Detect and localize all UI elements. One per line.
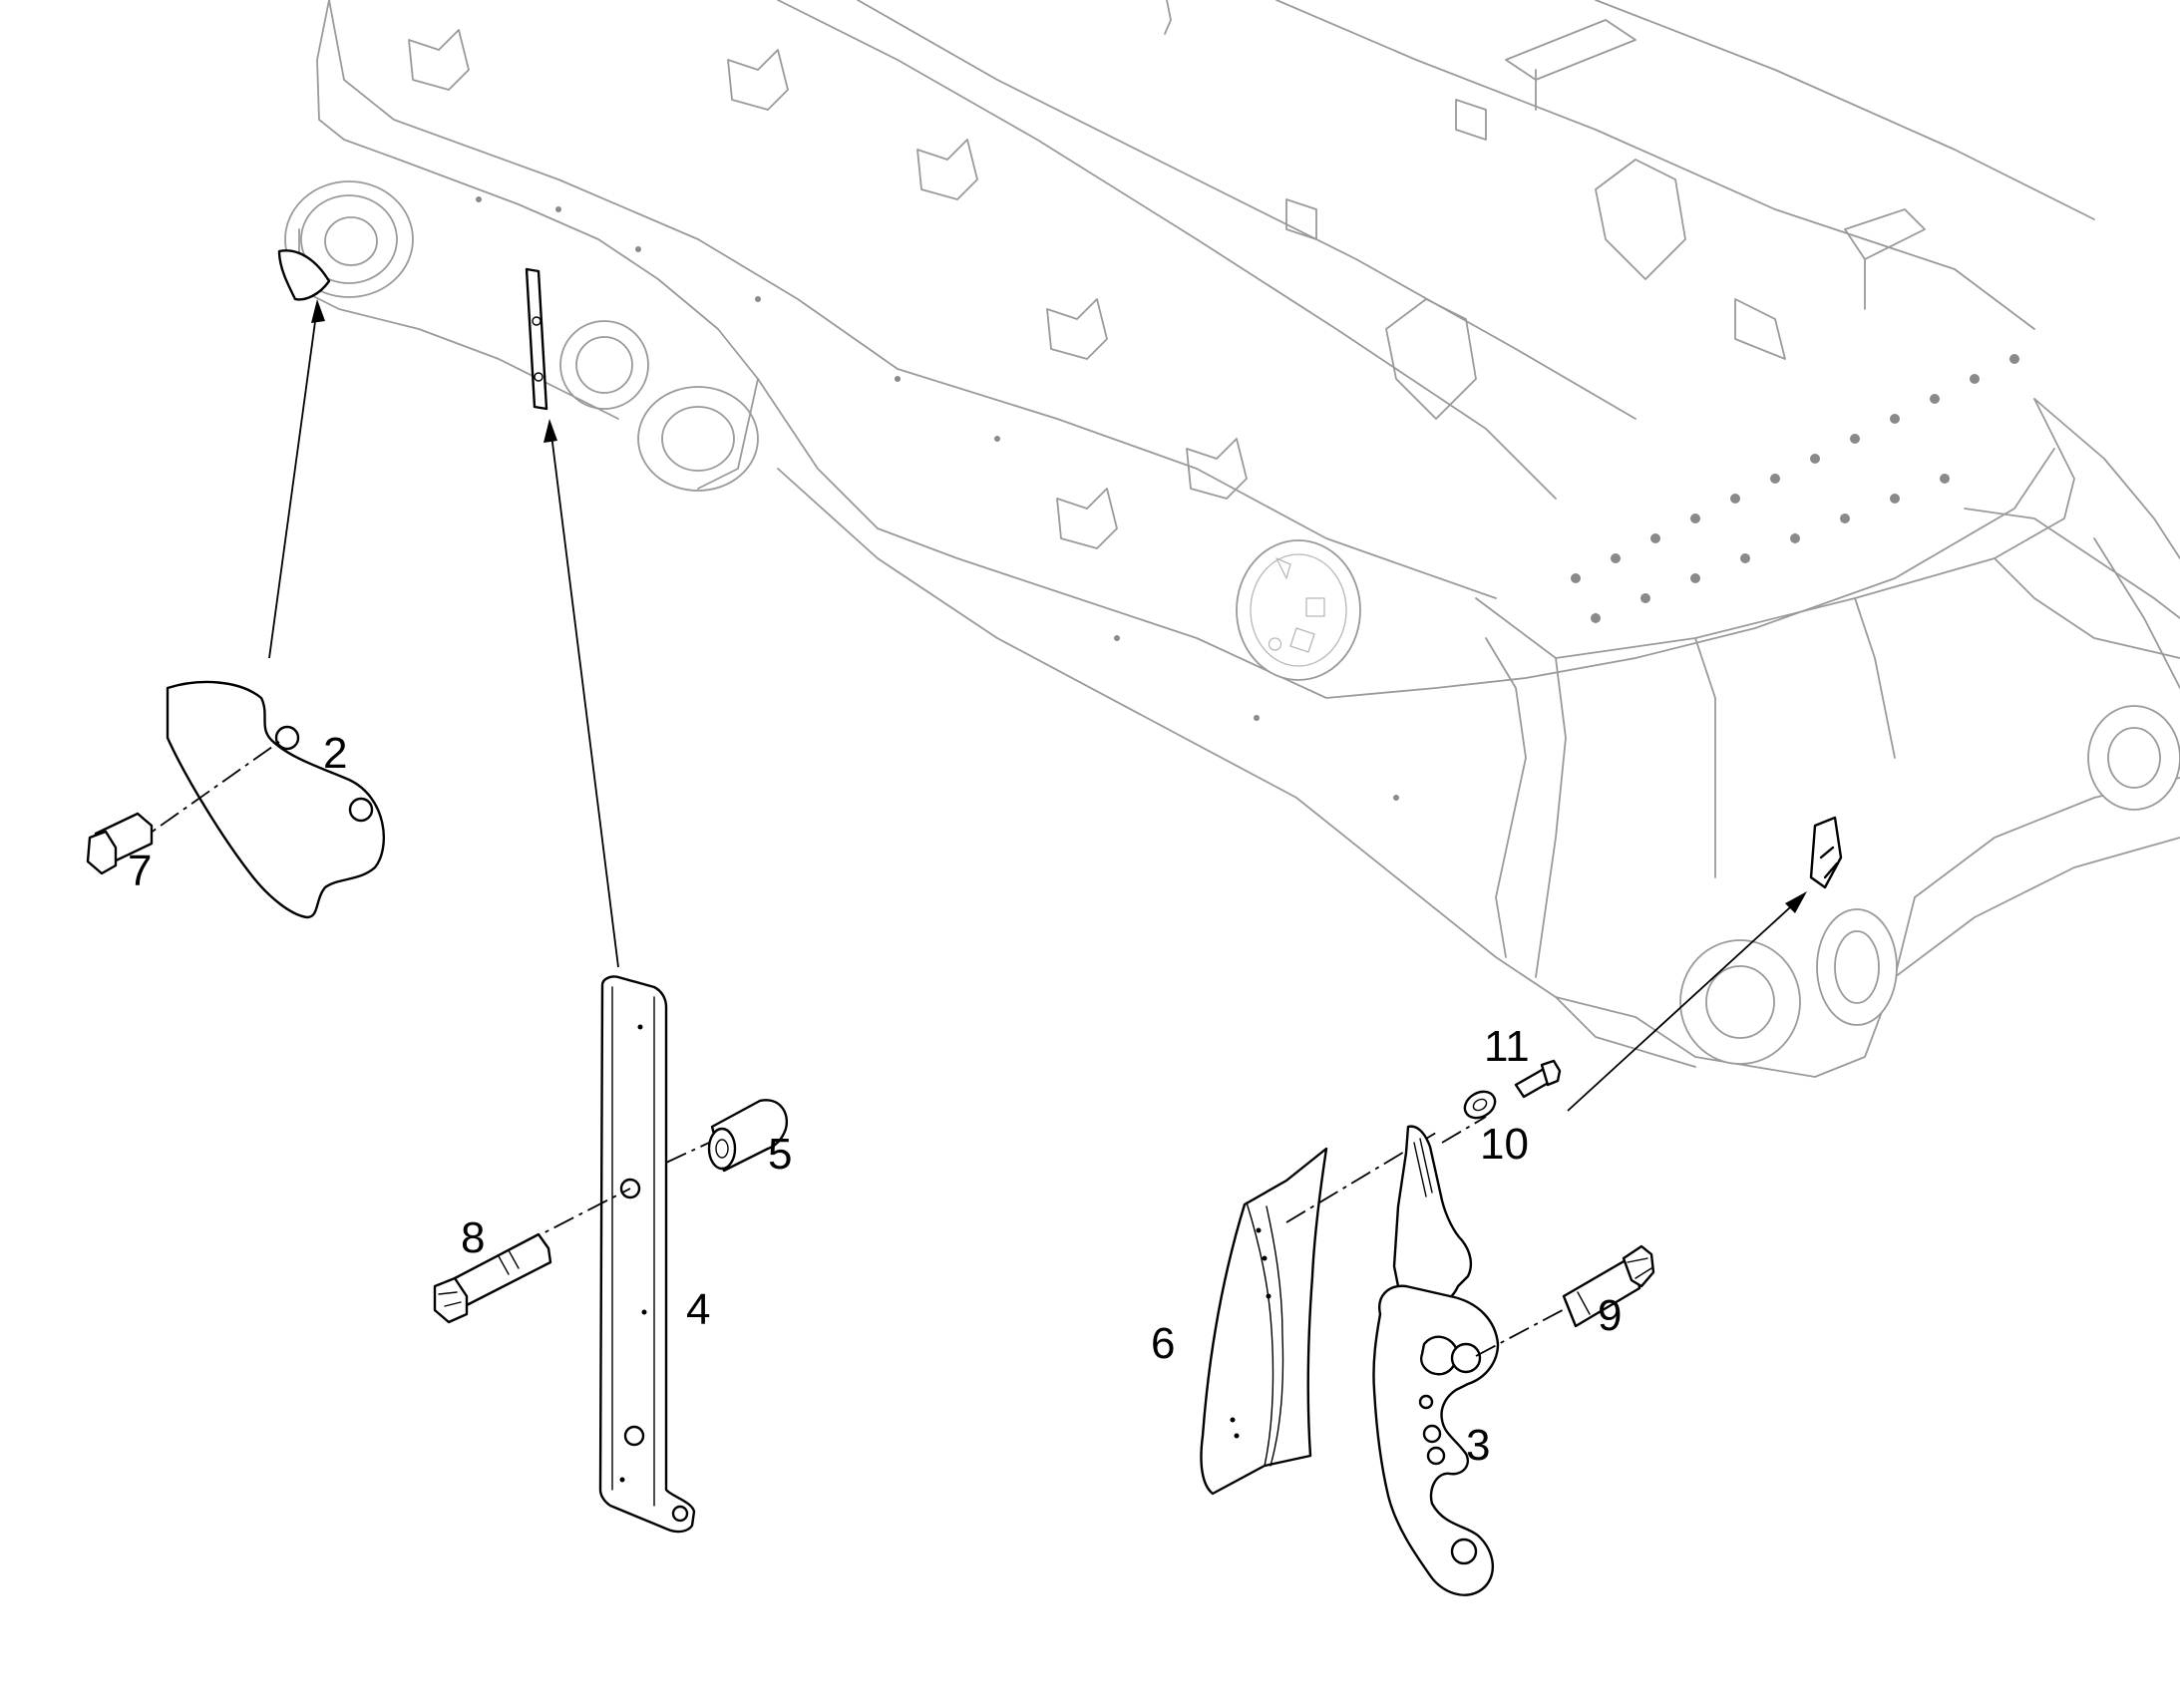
axis-line bbox=[486, 1188, 631, 1263]
part-11-bolt bbox=[1514, 1059, 1562, 1099]
callout-11: 11 bbox=[1484, 1022, 1530, 1071]
callout-10: 10 bbox=[1480, 1120, 1529, 1169]
boom-rivets bbox=[476, 196, 2019, 801]
callout-labels: 2 3 4 5 6 7 8 9 10 11 bbox=[128, 729, 1622, 1470]
part-7-bolt bbox=[86, 812, 154, 875]
part-3-bracket bbox=[1372, 1125, 1500, 1596]
part-4-bar bbox=[598, 975, 696, 1534]
leader-part-2 bbox=[268, 306, 318, 659]
part-8-bolt bbox=[433, 1232, 552, 1324]
arrow-head-icon bbox=[544, 419, 557, 443]
callout-7: 7 bbox=[128, 847, 152, 895]
callout-6: 6 bbox=[1151, 1319, 1175, 1368]
part-9-bolt bbox=[1562, 1244, 1655, 1328]
axis-line bbox=[129, 741, 280, 849]
leader-arrows bbox=[268, 299, 1807, 1112]
part-2-plate bbox=[166, 680, 386, 919]
callout-5: 5 bbox=[768, 1130, 792, 1179]
callout-9: 9 bbox=[1598, 1291, 1622, 1340]
part-10-washer bbox=[1463, 1090, 1497, 1120]
leader-part-3-6 bbox=[1567, 896, 1802, 1112]
part-6-liner bbox=[1200, 1147, 1328, 1496]
part-5-spacer bbox=[707, 1099, 789, 1173]
boom-brackets bbox=[408, 0, 1926, 549]
leader-part-4 bbox=[549, 426, 619, 968]
arrow-head-icon bbox=[1785, 891, 1807, 913]
axis-line bbox=[1475, 1303, 1575, 1357]
callout-8: 8 bbox=[461, 1213, 485, 1262]
axis-line bbox=[1441, 1116, 1487, 1144]
callout-4: 4 bbox=[686, 1285, 710, 1334]
arrow-head-icon bbox=[311, 299, 325, 323]
callout-3: 3 bbox=[1466, 1421, 1490, 1470]
boom-assembly bbox=[277, 0, 2180, 1078]
callout-2: 2 bbox=[323, 729, 347, 778]
